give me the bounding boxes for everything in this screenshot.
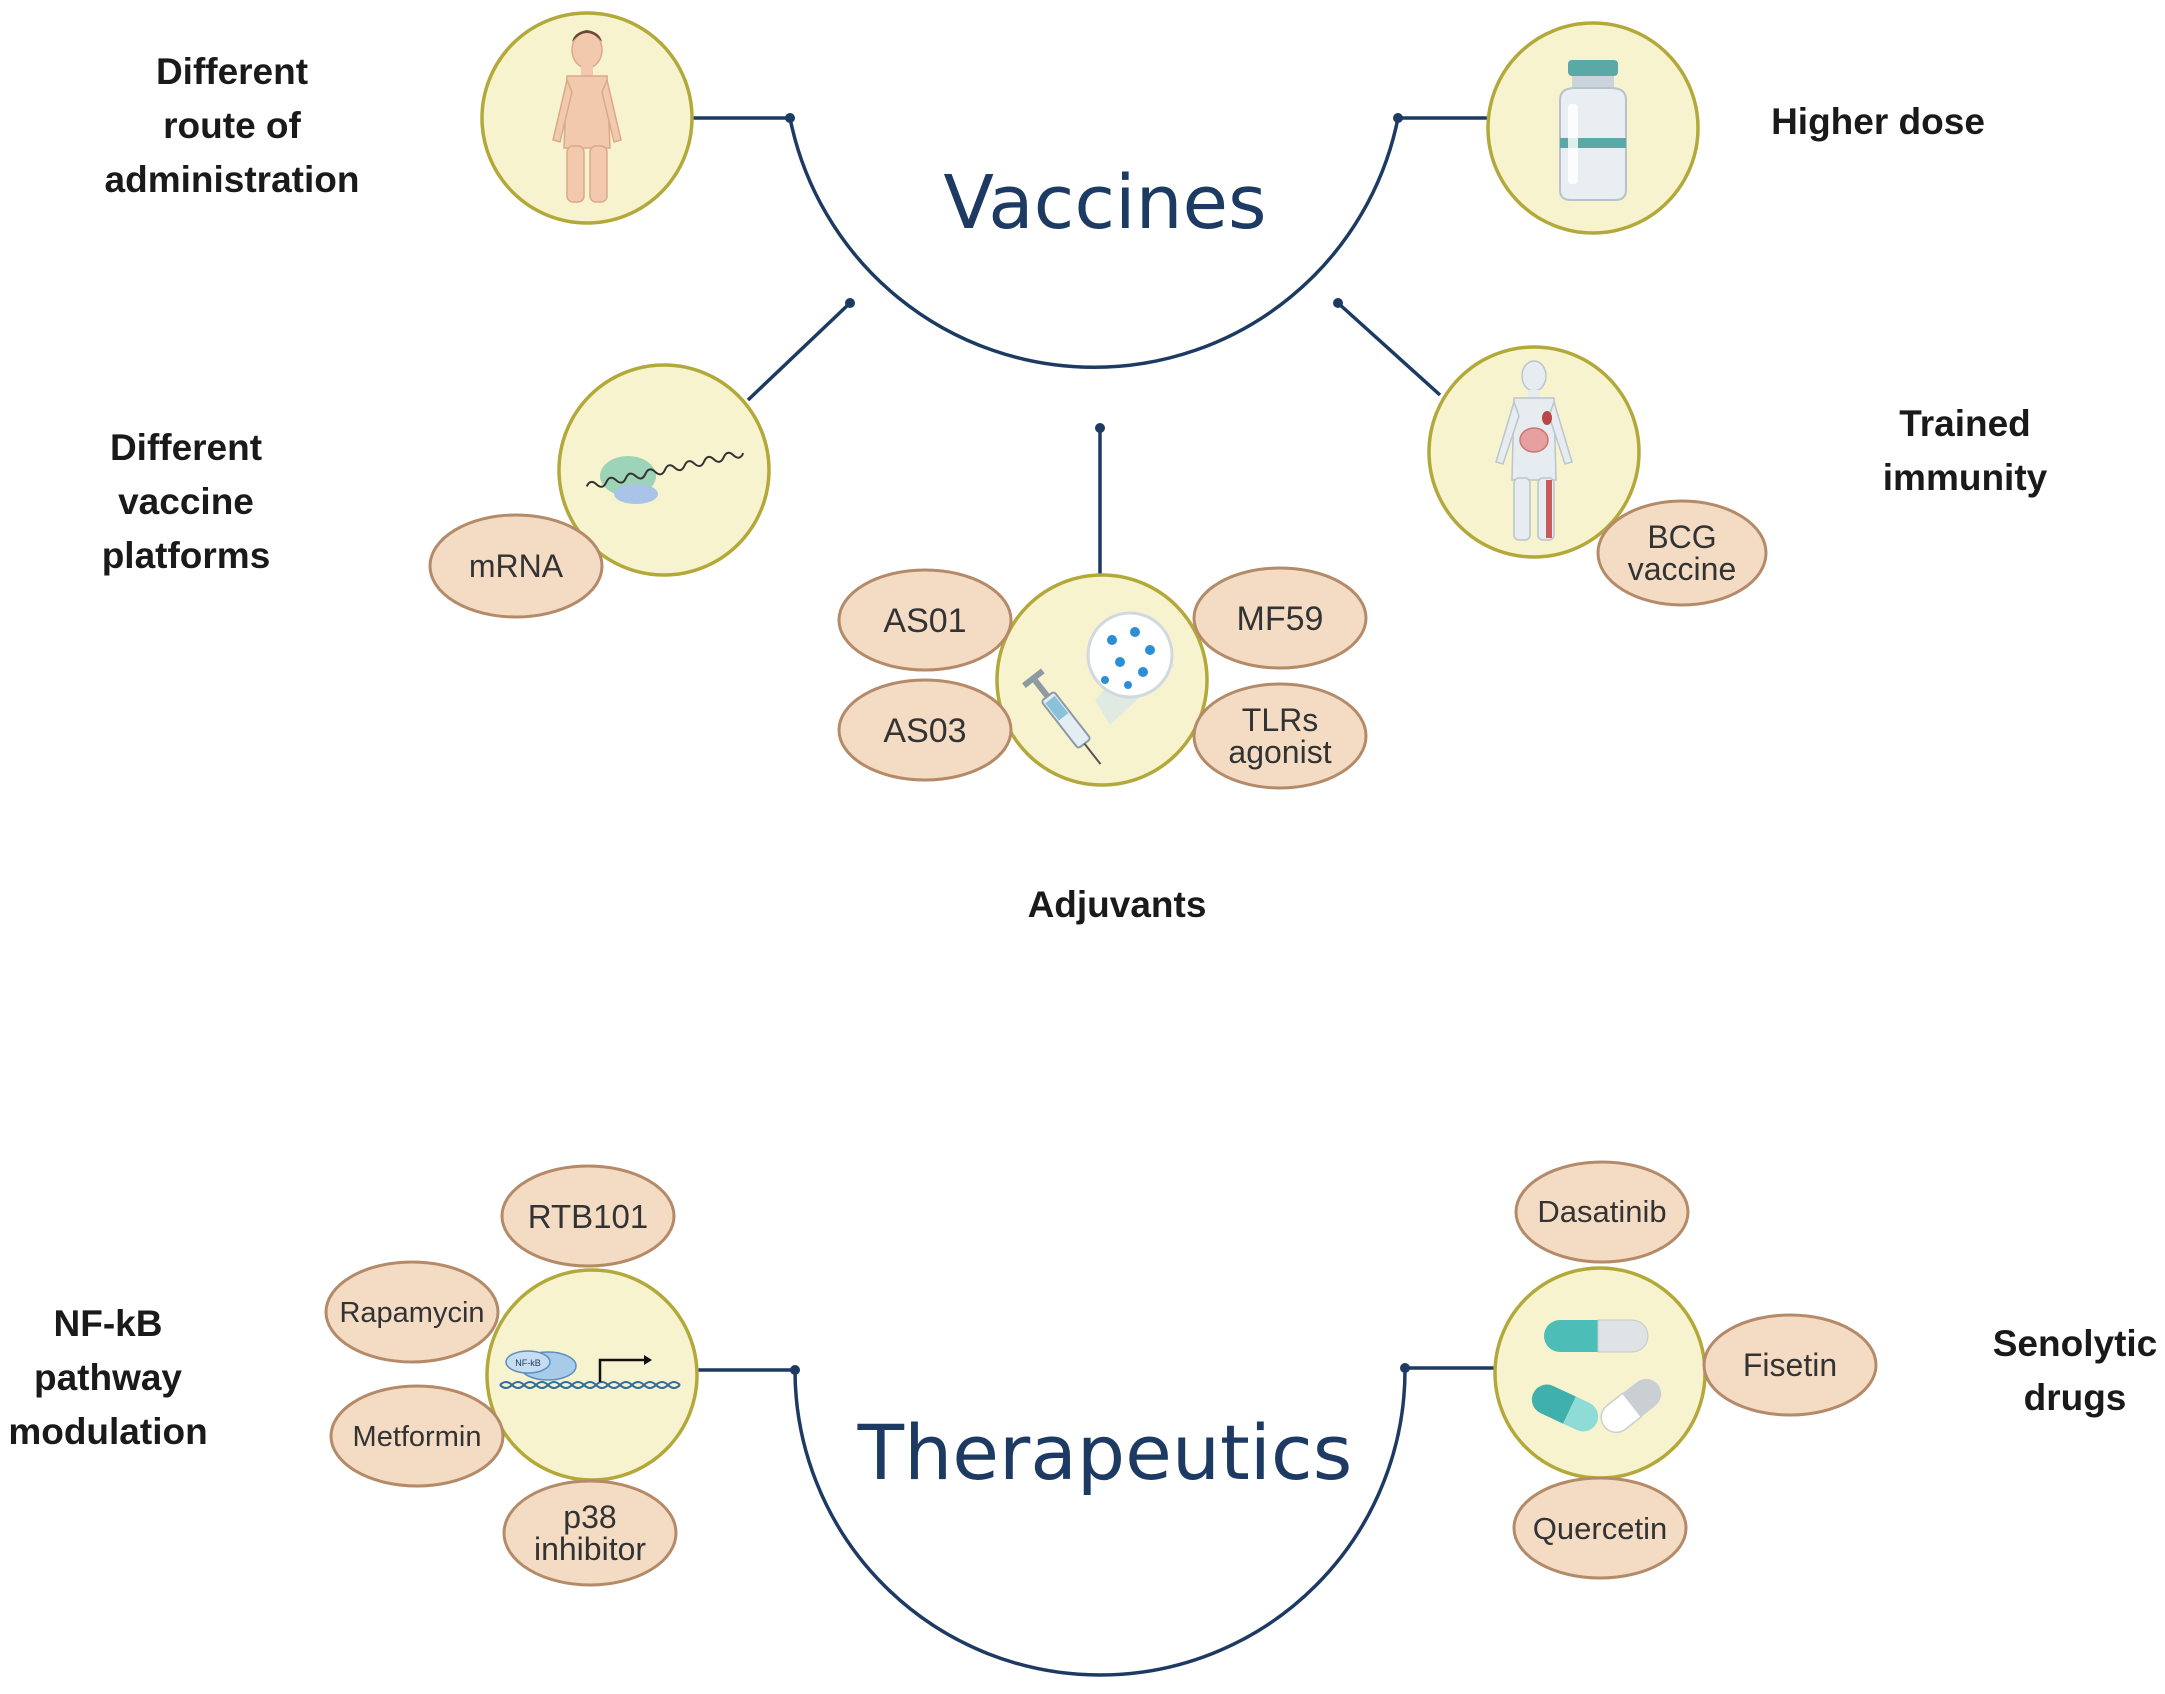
- pill-shape: [500, 1164, 676, 1268]
- pill-shape: [1512, 1476, 1688, 1580]
- senolytic-label: Senolytic drugs: [1993, 1323, 2158, 1418]
- vaccine-vial-icon: [1559, 60, 1627, 201]
- pill-as03-text: AS03: [883, 712, 966, 750]
- route-label-line: administration: [105, 159, 360, 200]
- pill-shape: [837, 568, 1013, 672]
- nfkb-transcription-icon: NF-kB: [499, 1350, 681, 1389]
- pill-fisetin-text: Fisetin: [1743, 1347, 1837, 1383]
- junction-dot: [785, 113, 795, 123]
- pill-quercetin: Quercetin: [1512, 1476, 1688, 1580]
- pill-rapamycin: Rapamycin: [324, 1260, 500, 1364]
- connector-platforms: [746, 301, 852, 402]
- syringe-adjuvant-icon: [1022, 611, 1175, 765]
- pill-mf59: MF59: [1192, 566, 1368, 670]
- pill-rapamycin-text: Rapamycin: [339, 1297, 484, 1329]
- pill-shape: [837, 678, 1013, 782]
- route-label: Different route of administration: [105, 51, 360, 200]
- junction-dot: [1393, 113, 1403, 123]
- pill-as01-text: AS01: [883, 602, 966, 640]
- pill-shape: [1596, 499, 1768, 607]
- route-label-line: route of: [163, 105, 301, 146]
- pill-shape: [1192, 682, 1368, 790]
- nfkb-label: NF-kB pathway modulation: [8, 1303, 207, 1452]
- pill-as03: AS03: [837, 678, 1013, 782]
- pill-dasatinib: Dasatinib: [1514, 1160, 1690, 1264]
- mrna-icon: [585, 451, 745, 504]
- pill-shape: [1702, 1313, 1878, 1417]
- pill-shape: [324, 1260, 500, 1364]
- platforms-label-line: platforms: [102, 535, 271, 576]
- trained-label-line: Trained: [1899, 403, 2031, 444]
- pill-rtb101: RTB101: [500, 1164, 676, 1268]
- child-figure-icon: [552, 30, 622, 203]
- pill-metformin-text: Metformin: [353, 1421, 482, 1453]
- pill-shape: [502, 1479, 678, 1587]
- pill-dasatinib-text: Dasatinib: [1537, 1194, 1666, 1229]
- therapeutics-arc: [793, 1369, 1407, 1677]
- pill-mf59-text: MF59: [1237, 600, 1324, 638]
- junction-dot: [845, 298, 855, 308]
- therapeutics-title: Therapeutics: [857, 1408, 1353, 1497]
- anatomy-body-icon: [1495, 360, 1573, 541]
- connector-trained: [1336, 301, 1442, 397]
- vaccines-hub: [692, 116, 1488, 574]
- pill-fisetin: Fisetin: [1702, 1313, 1878, 1417]
- platforms-label-line: vaccine: [118, 481, 254, 522]
- pill-shape: [428, 513, 604, 619]
- pill-as01: AS01: [837, 568, 1013, 672]
- capsule-pills-icon: [1531, 1319, 1662, 1434]
- trained-label-line: immunity: [1883, 457, 2048, 498]
- platforms-label-line: Different: [110, 427, 262, 468]
- pill-metformin: Metformin: [329, 1384, 505, 1488]
- senolytic-node: [1493, 1266, 1707, 1480]
- adjuvants-label: Adjuvants: [1028, 884, 1207, 925]
- nfkb-label-line: NF-kB: [54, 1303, 163, 1344]
- senolytic-label-line: Senolytic: [1993, 1323, 2158, 1364]
- junction-dot: [1095, 423, 1105, 433]
- pill-shape: [1192, 566, 1368, 670]
- vaccines-arc: [788, 117, 1400, 369]
- route-label-line: Different: [156, 51, 308, 92]
- nfkb-node: [485, 1268, 699, 1482]
- pill-mrna-text: mRNA: [469, 548, 564, 584]
- junction-dot: [1333, 298, 1343, 308]
- trained-label: Trained immunity: [1883, 403, 2048, 498]
- platforms-label: Different vaccine platforms: [102, 427, 271, 576]
- vaccines-title: Vaccines: [943, 160, 1266, 246]
- pill-mrna: mRNA: [428, 513, 604, 619]
- nfkb-icon-text: NF-kB: [515, 1358, 541, 1368]
- junction-dot: [790, 1365, 800, 1375]
- pill-shape: [1514, 1160, 1690, 1264]
- pill-rtb101-text: RTB101: [528, 1198, 648, 1235]
- therapeutics-hub: [696, 1366, 1494, 1677]
- dose-label: Higher dose: [1771, 101, 1985, 142]
- pill-shape: [329, 1384, 505, 1488]
- nfkb-label-line: modulation: [8, 1411, 207, 1452]
- junction-dot: [1400, 1363, 1410, 1373]
- nfkb-label-line: pathway: [34, 1357, 182, 1398]
- senolytic-label-line: drugs: [2024, 1377, 2127, 1418]
- pill-quercetin-text: Quercetin: [1533, 1511, 1667, 1546]
